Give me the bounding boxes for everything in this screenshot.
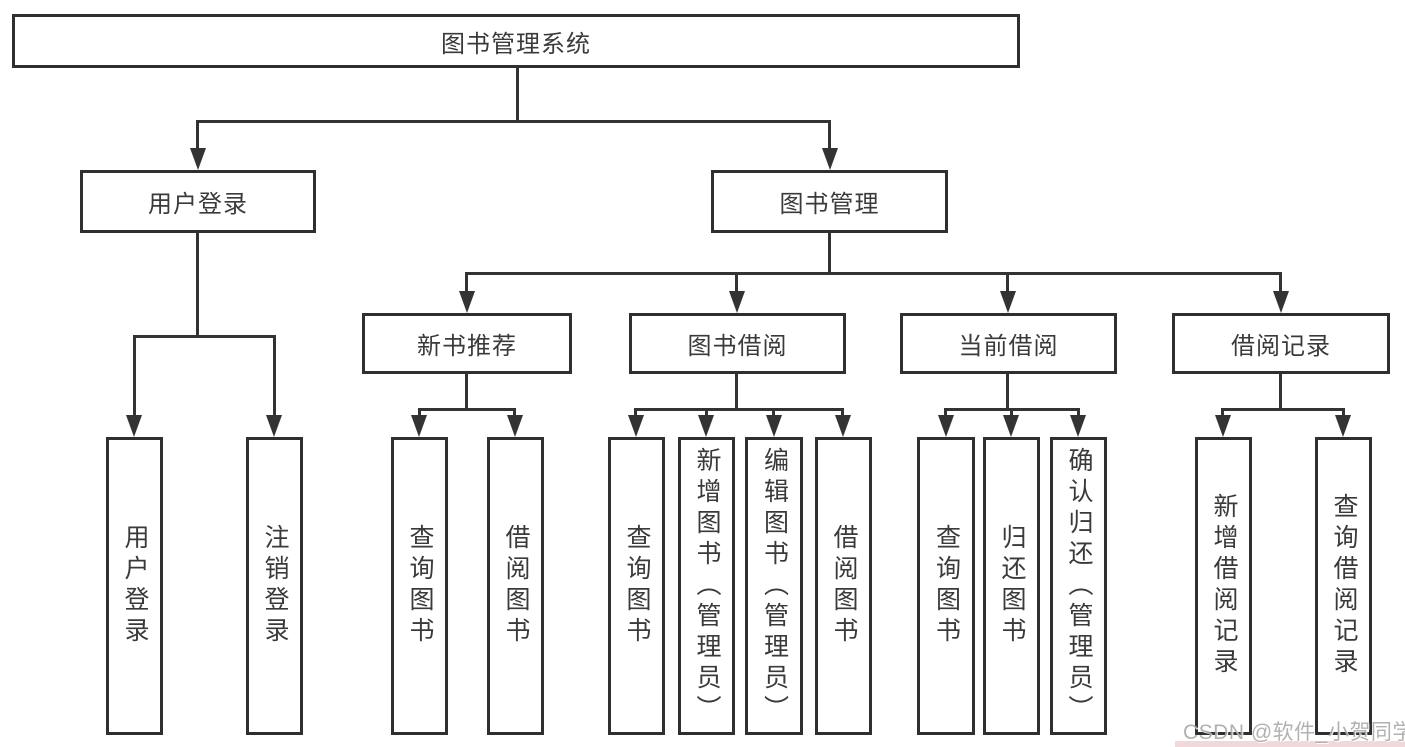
leaf-query-books-label: 查询图书 [406, 524, 434, 648]
connector-line [196, 233, 199, 335]
arrow-down-icon [507, 415, 523, 437]
arrow-down-icon [1070, 415, 1086, 437]
leaf-add-borrow-record-label: 新增借阅记录 [1210, 493, 1238, 679]
connector-line [634, 408, 637, 418]
node-book-borrowing: 图书借阅 [629, 313, 846, 374]
connector-line [705, 408, 708, 418]
connector-line [513, 408, 516, 418]
node-book-management: 图书管理 [711, 170, 948, 233]
node-user-login-label: 用户登录 [148, 191, 248, 218]
connector-line [1279, 272, 1282, 293]
connector-line [418, 408, 516, 411]
leaf-query-books-current: 查询图书 [917, 437, 975, 735]
node-user-login: 用户登录 [80, 170, 316, 233]
node-borrow-records-label: 借阅记录 [1231, 333, 1331, 360]
leaf-user-login: 用户登录 [106, 437, 163, 735]
leaf-query-borrow-record: 查询借阅记录 [1315, 437, 1372, 735]
leaf-edit-books-admin-label: 编辑图书（管理员） [760, 446, 789, 726]
connector-line [772, 408, 775, 418]
arrow-down-icon [126, 415, 142, 437]
arrow-down-icon [190, 148, 206, 170]
connector-line [1221, 408, 1224, 418]
connector-line [1221, 408, 1344, 411]
connector-line [465, 272, 1282, 275]
leaf-confirm-return-admin-label: 确认归还（管理员） [1065, 446, 1093, 726]
arrow-down-icon [1003, 415, 1019, 437]
connector-line [828, 120, 831, 150]
node-new-book-recommend: 新书推荐 [362, 313, 572, 374]
connector-line [273, 335, 276, 415]
connector-line [1010, 408, 1013, 418]
leaf-query-borrow-record-label: 查询借阅记录 [1330, 493, 1358, 679]
connector-line [841, 408, 844, 418]
node-current-borrowing: 当前借阅 [900, 313, 1117, 374]
csdn-watermark: CSDN @软件_小贺同学 [1183, 721, 1405, 744]
leaf-return-books: 归还图书 [983, 437, 1040, 735]
arrow-down-icon [835, 415, 851, 437]
connector-line [465, 374, 468, 408]
node-book-management-label: 图书管理 [779, 191, 880, 218]
leaf-borrow-books-label: 借阅图书 [502, 524, 530, 648]
connector-line [735, 272, 738, 293]
connector-line [735, 374, 738, 408]
connector-line [516, 67, 519, 120]
leaf-confirm-return-admin: 确认归还（管理员） [1050, 437, 1107, 735]
connector-line [1006, 374, 1009, 408]
node-new-book-recommend-label: 新书推荐 [417, 333, 517, 360]
leaf-borrow-books-label: 借阅图书 [830, 524, 858, 648]
connector-line [133, 335, 136, 415]
leaf-edit-books-admin: 编辑图书（管理员） [745, 437, 803, 735]
leaf-borrow-books: 借阅图书 [815, 437, 872, 735]
connector-line [634, 408, 844, 411]
connector-line [944, 408, 947, 418]
connector-line [133, 335, 276, 338]
arrow-down-icon [1000, 291, 1016, 313]
arrow-down-icon [628, 415, 644, 437]
node-current-borrowing-label: 当前借阅 [958, 333, 1059, 360]
arrow-down-icon [411, 415, 427, 437]
leaf-add-books-admin-label: 新增图书（管理员） [693, 446, 721, 726]
leaf-logout-label: 注销登录 [261, 524, 289, 648]
root-node-label: 图书管理系统 [441, 30, 591, 58]
arrow-down-icon [266, 415, 282, 437]
leaf-query-books-label: 查询图书 [932, 524, 961, 648]
connector-line [196, 120, 199, 150]
arrow-down-icon [729, 291, 745, 313]
arrow-down-icon [938, 415, 954, 437]
leaf-query-books-recommend: 查询图书 [391, 437, 448, 735]
arrow-down-icon [698, 415, 714, 437]
arrow-down-icon [766, 415, 782, 437]
leaf-logout: 注销登录 [246, 437, 303, 735]
leaf-user-login-label: 用户登录 [121, 524, 149, 648]
leaf-borrow-books-recommend: 借阅图书 [487, 437, 544, 735]
connector-line [1077, 408, 1080, 418]
arrow-down-icon [1215, 415, 1231, 437]
leaf-add-books-admin: 新增图书（管理员） [678, 437, 735, 735]
node-borrow-records: 借阅记录 [1172, 313, 1390, 374]
leaf-query-books-label: 查询图书 [623, 524, 651, 648]
arrow-down-icon [822, 148, 838, 170]
node-book-borrowing-label: 图书借阅 [687, 333, 788, 360]
leaf-return-books-label: 归还图书 [998, 524, 1026, 648]
connector-line [1006, 272, 1009, 293]
connector-line [465, 272, 468, 293]
pink-strip [1175, 741, 1405, 747]
arrow-down-icon [459, 291, 475, 313]
connector-line [1279, 374, 1282, 408]
connector-line [828, 233, 831, 272]
arrow-down-icon [1273, 291, 1289, 313]
root-node-library-system: 图书管理系统 [12, 14, 1020, 68]
connector-line [418, 408, 421, 418]
leaf-query-books-borrowing: 查询图书 [608, 437, 665, 735]
connector-line [1342, 408, 1345, 418]
arrow-down-icon [1335, 415, 1351, 437]
connector-line [197, 120, 831, 123]
leaf-add-borrow-record: 新增借阅记录 [1195, 437, 1252, 735]
